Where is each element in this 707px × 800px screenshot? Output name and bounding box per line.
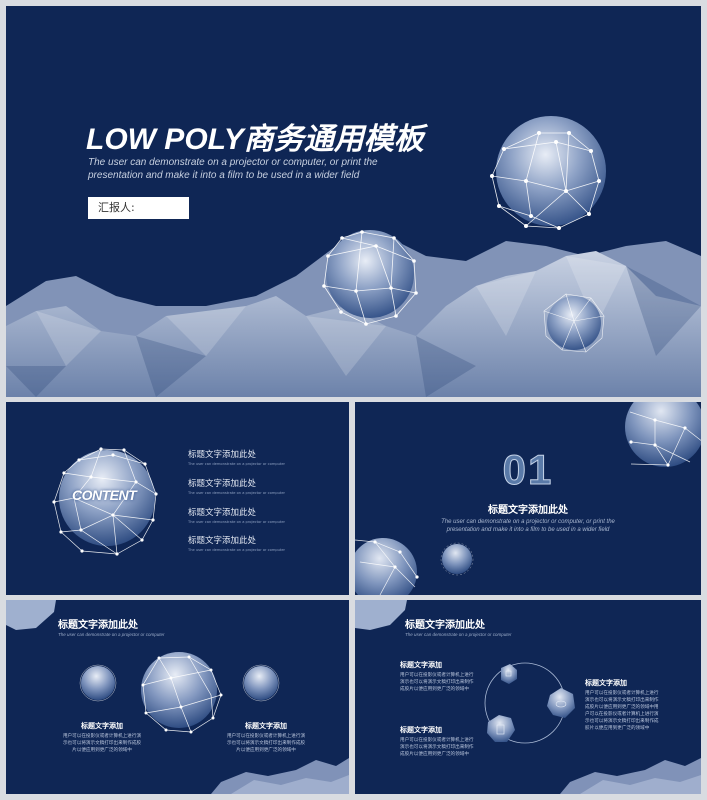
reporter-field[interactable]: 汇报人:: [88, 197, 189, 219]
spheres-and-mountains-illustration: [6, 600, 349, 794]
toc-item-title: 标题文字添加此处: [188, 508, 257, 518]
toc-item[interactable]: 标题文字添加此处 The user can demonstrate on a p…: [188, 534, 285, 552]
slide-subtitle: The user can demonstrate on a projector …: [405, 632, 512, 637]
chat-icon: [547, 688, 575, 718]
document-icon: [487, 715, 515, 742]
slide-three-spheres[interactable]: 标题文字添加此处 The user can demonstrate on a p…: [6, 600, 349, 794]
wireframe-spheres-decoration: [355, 402, 701, 595]
block-title: 标题文字添加: [400, 661, 442, 669]
toc-item-title: 标题文字添加此处: [188, 479, 257, 489]
wireframe-sphere-medium: [322, 230, 418, 326]
slide-title: 标题文字添加此处: [405, 620, 485, 631]
block-title: 标题文字添加: [245, 722, 287, 730]
toc-item-title: 标题文字添加此处: [188, 450, 257, 460]
slide-title: 标题文字添加此处: [58, 620, 138, 631]
toc-item-subtitle: The user can demonstrate on a projector …: [188, 462, 286, 466]
slide-cycle[interactable]: 标题文字添加此处 The user can demonstrate on a p…: [355, 600, 701, 794]
block-title: 标题文字添加: [585, 679, 627, 687]
block-body: 用户可以在投影仪或者计算机上进行演示也可以将演示文稿打印出来制作成胶片以便应用到…: [585, 691, 659, 731]
text-block-bottom-left: 标题文字添加 用户可以在投影仪或者计算机上进行演示也可以将演示文稿打印出来制作成…: [400, 725, 478, 758]
slide-header: 标题文字添加此处 The user can demonstrate on a p…: [405, 616, 512, 637]
low-poly-mountains-illustration: [6, 116, 701, 397]
block-title: 标题文字添加: [400, 726, 442, 734]
content-label: CONTENT: [72, 487, 137, 503]
wireframe-sphere-content: [52, 447, 158, 556]
presentation-subtitle: The user can demonstrate on a projector …: [88, 157, 378, 181]
block-body: 用户可以在投影仪或者计算机上进行演示也可以将演示文稿打印出来制作成胶片以便应用到…: [226, 734, 306, 753]
toc-item[interactable]: 标题文字添加此处 The user can demonstrate on a p…: [188, 477, 285, 495]
slide-section-01[interactable]: 01 标题文字添加此处 The user can demonstrate on …: [355, 402, 701, 595]
wireframe-sphere-small: [543, 293, 605, 353]
toc-item[interactable]: 标题文字添加此处 The user can demonstrate on a p…: [188, 448, 285, 466]
block-body: 用户可以在投影仪或者计算机上进行演示也可以将演示文稿打印出来制作成胶片以便应用到…: [400, 673, 474, 692]
slide-title[interactable]: LOW POLY商务通用模板 The user can demonstrate …: [6, 6, 701, 397]
chart-icon: [501, 664, 517, 684]
section-subtitle: The user can demonstrate on a projector …: [441, 519, 615, 533]
block-title: 标题文字添加: [81, 722, 123, 730]
presentation-title: LOW POLY商务通用模板: [86, 123, 424, 156]
toc-item-subtitle: The user can demonstrate on a projector …: [188, 520, 286, 524]
toc-item-title: 标题文字添加此处: [188, 536, 257, 546]
wireframe-sphere-large: [490, 116, 606, 230]
block-body: 用户可以在投影仪或者计算机上进行演示也可以将演示文稿打印出来制作成胶片以便应用到…: [400, 738, 474, 757]
text-block-right: 标题文字添加 用户可以在投影仪或者计算机上进行演示也可以将演示文稿打印出来制作成…: [226, 721, 306, 754]
section-title: 标题文字添加此处: [488, 505, 568, 516]
section-number: 01: [502, 446, 554, 494]
slide-contents[interactable]: CONTENT 标题文字添加此处 The user can demonstrat…: [6, 402, 349, 595]
block-body: 用户可以在投影仪或者计算机上进行演示也可以将演示文稿打印出来制作成胶片以便应用到…: [62, 734, 142, 753]
slide-subtitle: The user can demonstrate on a projector …: [58, 632, 165, 637]
toc-item-subtitle: The user can demonstrate on a projector …: [188, 491, 286, 495]
text-block-left: 标题文字添加 用户可以在投影仪或者计算机上进行演示也可以将演示文稿打印出来制作成…: [62, 721, 142, 754]
slide-header: 标题文字添加此处 The user can demonstrate on a p…: [58, 616, 165, 637]
toc-item[interactable]: 标题文字添加此处 The user can demonstrate on a p…: [188, 506, 285, 524]
cycle-diagram-illustration: [355, 600, 701, 794]
text-block-right: 标题文字添加 用户可以在投影仪或者计算机上进行演示也可以将演示文稿打印出来制作成…: [585, 678, 663, 732]
toc-item-subtitle: The user can demonstrate on a projector …: [188, 548, 286, 552]
text-block-top-left: 标题文字添加 用户可以在投影仪或者计算机上进行演示也可以将演示文稿打印出来制作成…: [400, 660, 478, 693]
